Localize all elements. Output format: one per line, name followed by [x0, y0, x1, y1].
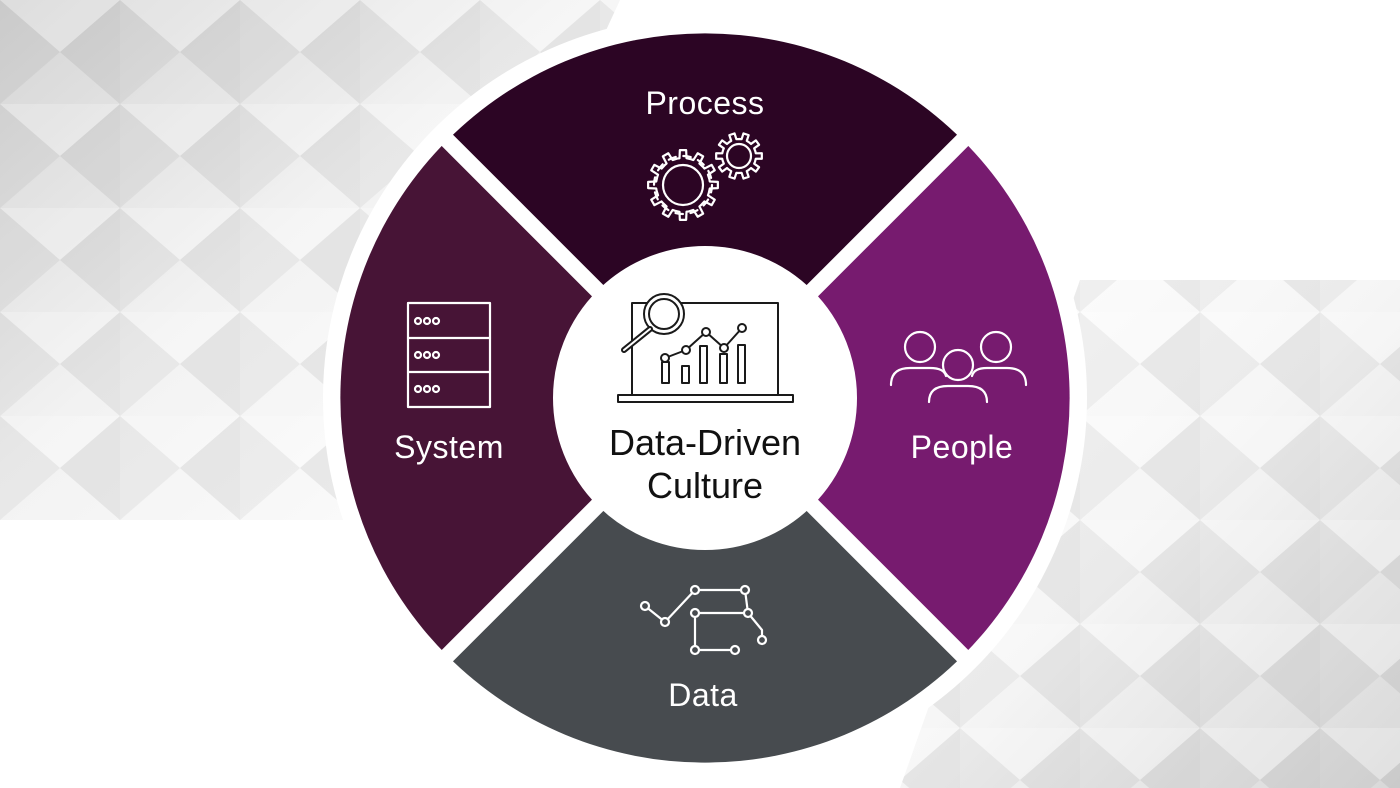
center-title-line1: Data-Driven [609, 422, 801, 463]
segment-label-process: Process [645, 85, 764, 121]
center-title-line2: Culture [647, 465, 763, 506]
segment-label-data: Data [668, 677, 738, 713]
segment-label-people: People [911, 429, 1014, 465]
server-rack-icon [406, 301, 492, 409]
segment-system [340, 140, 705, 656]
people-group-icon [889, 330, 1028, 404]
segment-label-system: System [394, 429, 504, 465]
analytics-laptop-icon [617, 293, 794, 403]
gears-icon [647, 132, 763, 221]
data-network-icon [639, 584, 768, 656]
segment-process [447, 33, 963, 399]
segment-data [447, 398, 963, 763]
center-circle [553, 246, 857, 550]
segment-people [705, 140, 1070, 656]
